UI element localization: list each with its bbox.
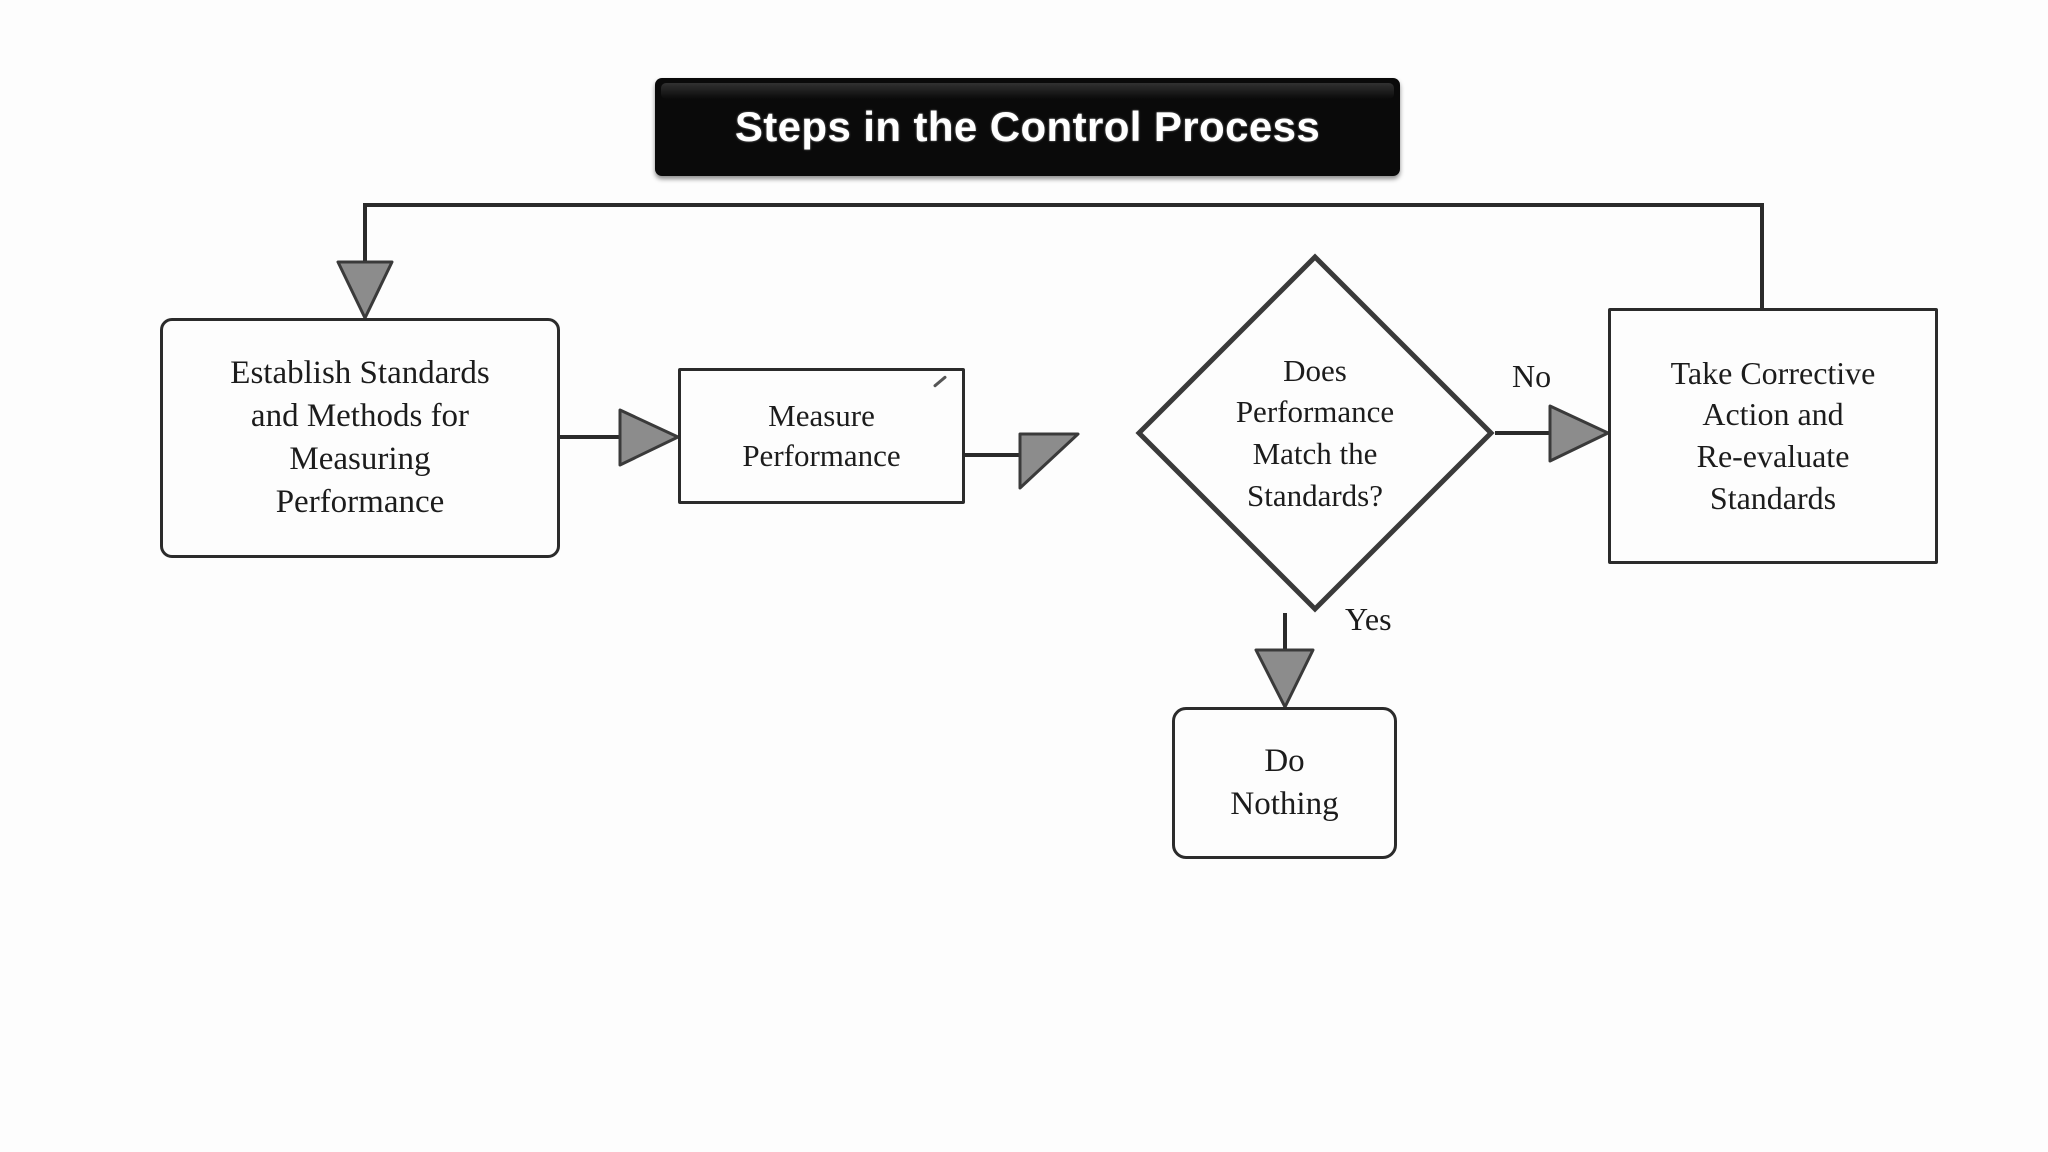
node-measure-performance[interactable]: Measure Performance bbox=[678, 368, 965, 504]
node-donothing-label: Do Nothing bbox=[1224, 740, 1344, 826]
node-establish-line-4: Performance bbox=[275, 483, 445, 520]
arrowhead-into-measure bbox=[618, 408, 680, 467]
edge-corrective-to-establish bbox=[363, 203, 1764, 308]
node-establish-line-3: Measuring bbox=[289, 441, 431, 477]
page-title: Steps in the Control Process bbox=[734, 103, 1321, 150]
node-corrective-label: Take Corrective Action and Re-evaluate S… bbox=[1665, 353, 1882, 519]
node-corrective-line-1: Take Corrective bbox=[1670, 354, 1876, 391]
node-corrective-line-4: Standards bbox=[1709, 479, 1837, 516]
node-donothing-line-1: Do bbox=[1264, 743, 1305, 780]
arrowhead-into-corrective bbox=[1548, 404, 1610, 463]
node-decision-line-3: Match the bbox=[1252, 436, 1378, 471]
title-banner: Steps in the Control Process bbox=[655, 78, 1400, 176]
node-donothing-line-2: Nothing bbox=[1230, 786, 1339, 822]
node-decision-line-4: Standards? bbox=[1246, 477, 1384, 513]
node-do-nothing[interactable]: Do Nothing bbox=[1172, 707, 1397, 859]
node-take-corrective-action[interactable]: Take Corrective Action and Re-evaluate S… bbox=[1608, 308, 1938, 564]
node-measure-line-1: Measure bbox=[768, 397, 875, 433]
arrowhead-into-decision bbox=[1018, 432, 1080, 490]
node-corrective-line-3: Re-evaluate bbox=[1696, 438, 1850, 474]
node-decision-label: Does Performance Match the Standards? bbox=[1135, 253, 1495, 613]
pen-mark-artifact bbox=[932, 375, 948, 388]
node-establish-line-1: Establish Standards bbox=[230, 355, 490, 392]
node-measure-label: Measure Performance bbox=[736, 396, 906, 477]
node-decision-line-1: Does bbox=[1283, 352, 1347, 388]
edge-label-yes: Yes bbox=[1345, 601, 1392, 637]
arrowhead-into-donothing bbox=[1254, 648, 1315, 709]
node-measure-line-2: Performance bbox=[742, 438, 901, 473]
node-corrective-line-2: Action and bbox=[1702, 396, 1844, 433]
node-establish-label: Establish Standards and Methods for Meas… bbox=[224, 352, 495, 524]
arrowhead-into-establish bbox=[336, 260, 394, 320]
node-establish-line-2: and Methods for bbox=[250, 398, 470, 435]
edge-label-no: No bbox=[1512, 358, 1552, 394]
node-decision-line-2: Performance bbox=[1235, 394, 1395, 430]
node-establish-standards[interactable]: Establish Standards and Methods for Meas… bbox=[160, 318, 560, 558]
diamond-shape bbox=[1135, 253, 1495, 613]
node-decision-performance-match[interactable]: Does Performance Match the Standards? bbox=[1135, 253, 1495, 613]
